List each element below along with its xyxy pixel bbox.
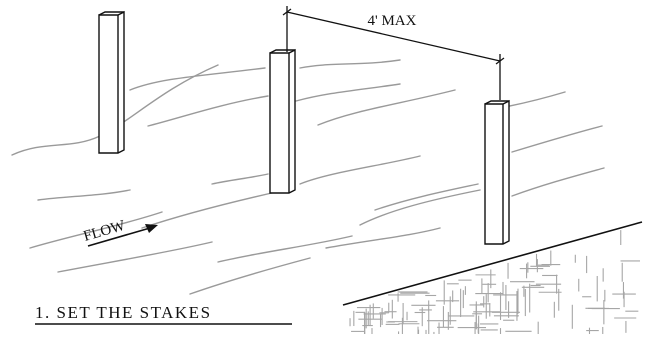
stake-1	[98, 10, 125, 154]
dimension-line	[282, 6, 505, 100]
water-ripples	[11, 59, 605, 295]
bank-line	[342, 221, 643, 306]
stake-2	[269, 48, 296, 194]
ground-bank	[342, 221, 643, 334]
dimension-label: 4' MAX	[368, 13, 417, 29]
flow-arrow	[87, 224, 158, 247]
ground-hatching	[349, 230, 640, 334]
stake-3	[484, 99, 510, 245]
caption-title: 1. SET THE STAKES	[35, 303, 212, 322]
